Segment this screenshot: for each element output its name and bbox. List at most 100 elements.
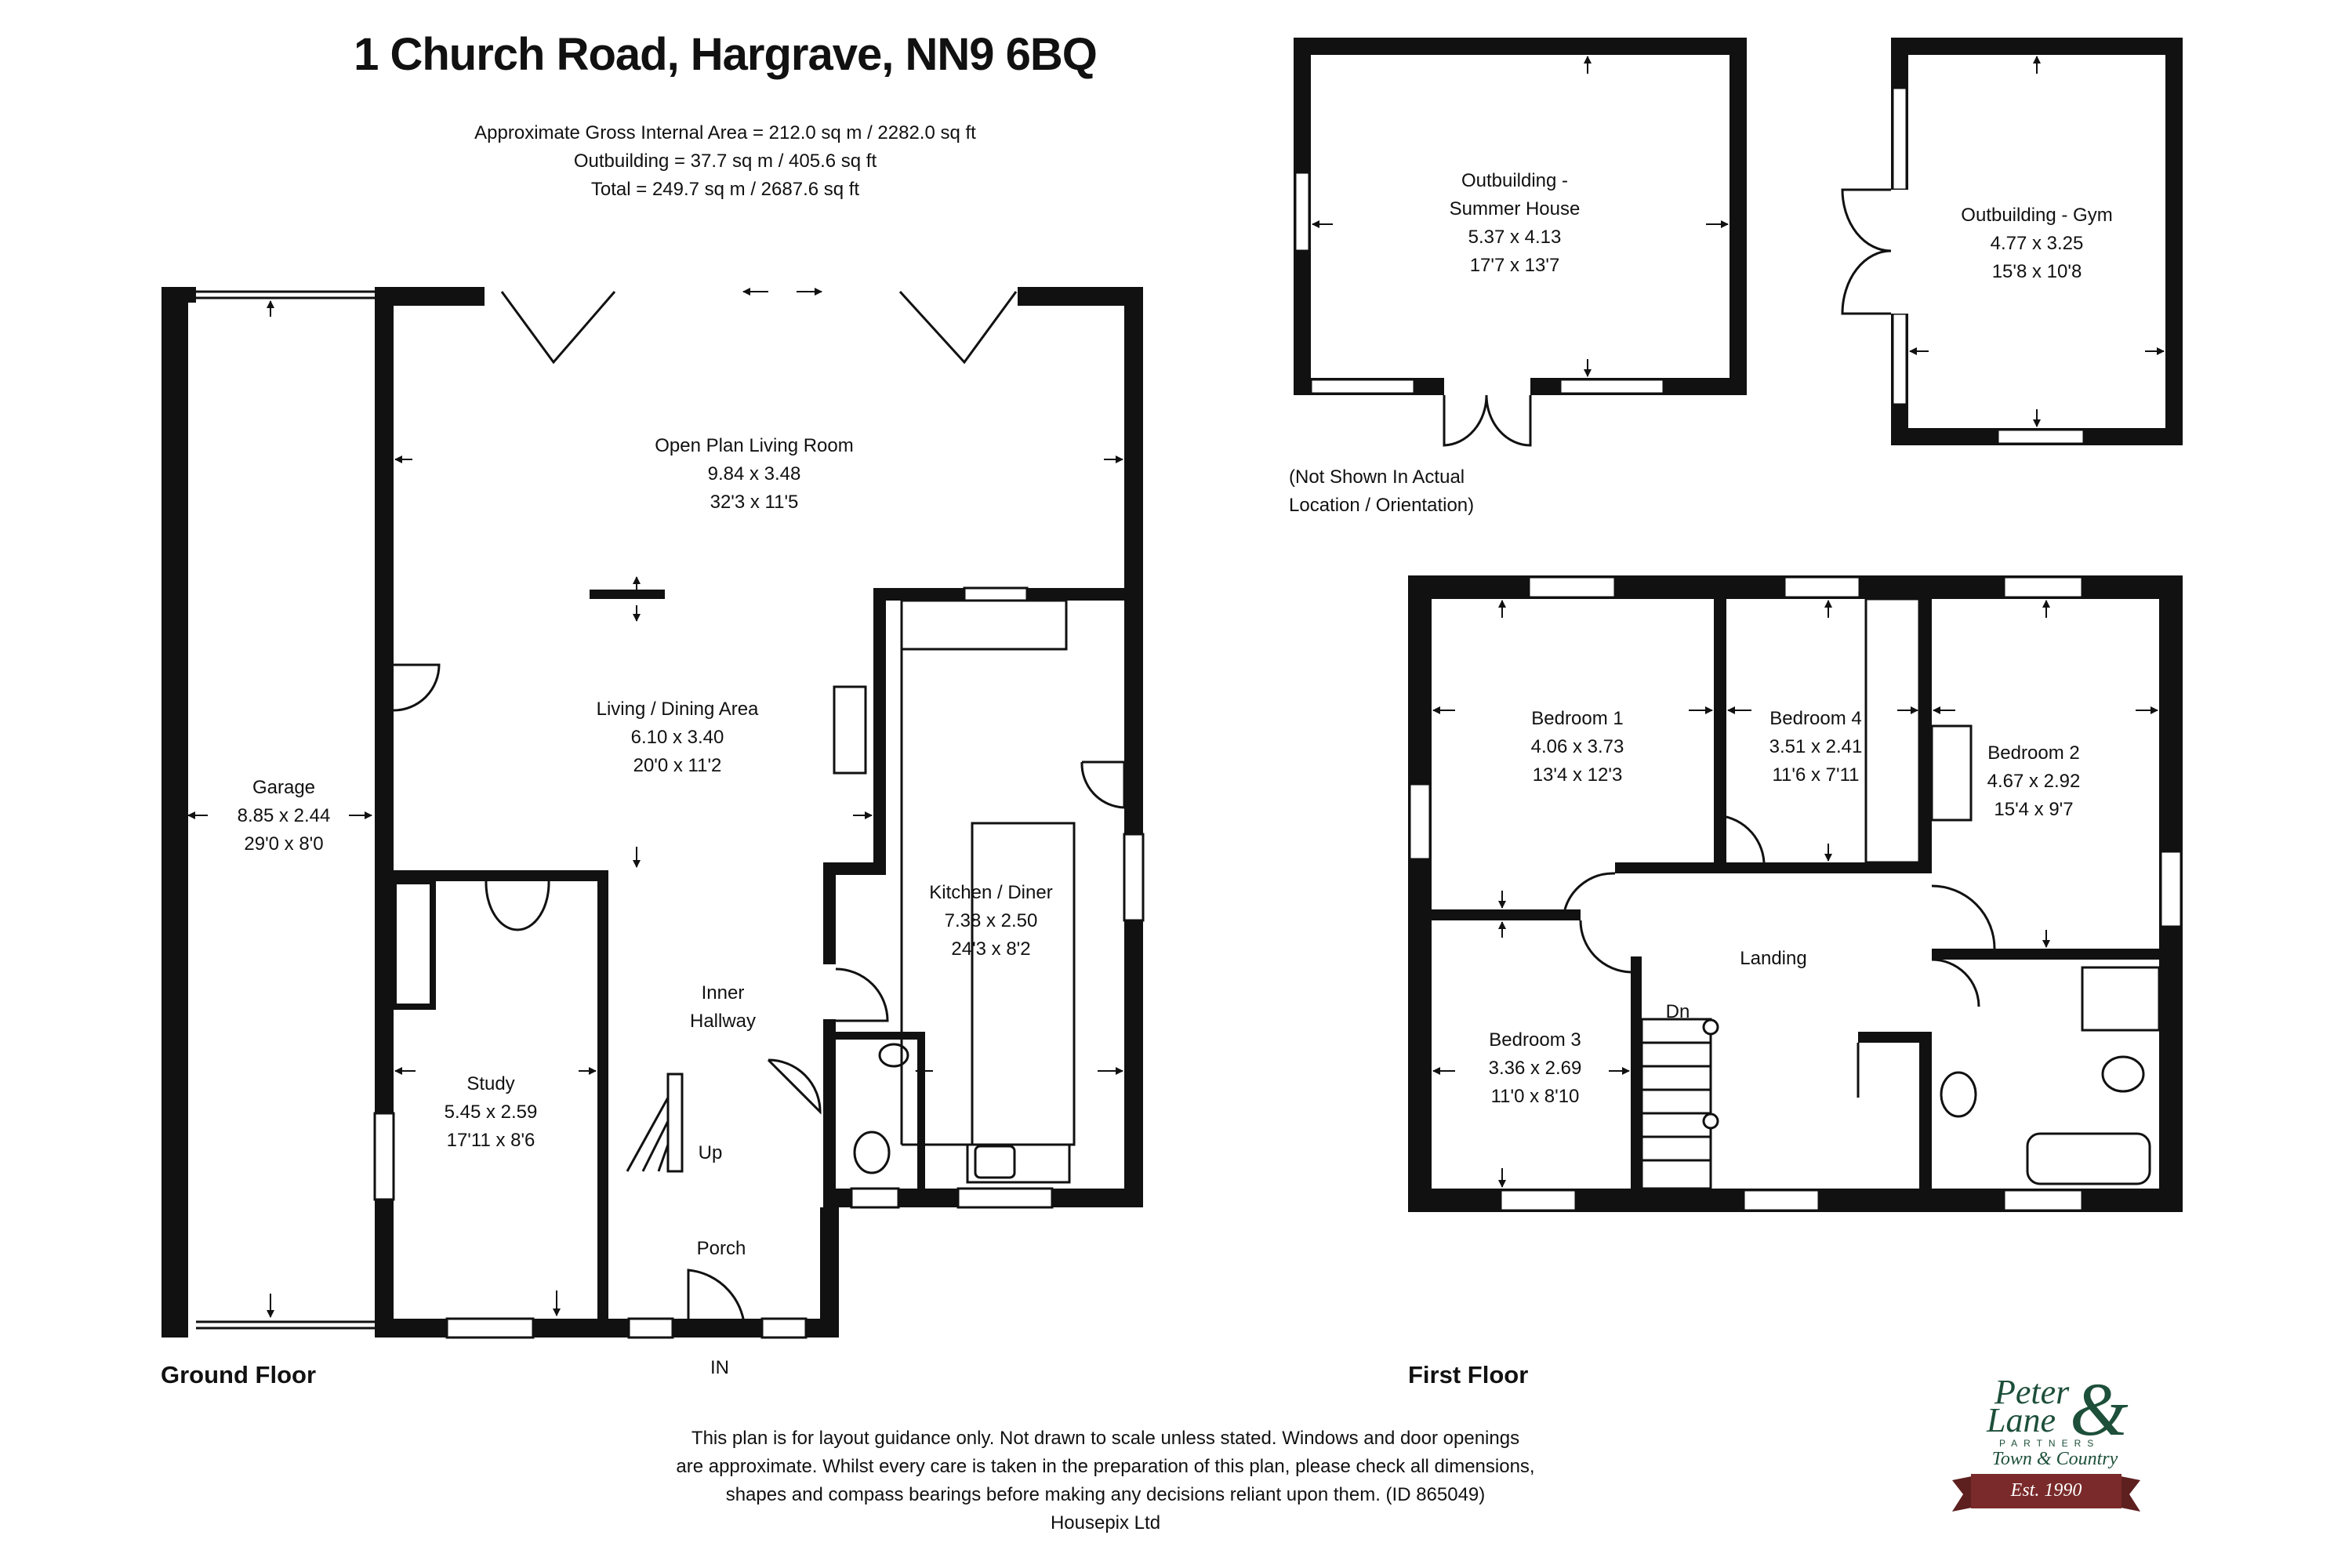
wall [1615, 862, 1932, 873]
study-cupboard [390, 878, 436, 1010]
bedroom4-label: Bedroom 4 [1769, 708, 1861, 729]
outbuildings: Outbuilding - Summer House 5.37 x 4.13 1… [1289, 38, 2183, 516]
bedroom4-dim-ft: 11'6 x 7'11 [1772, 764, 1859, 786]
window [956, 1187, 1054, 1209]
window [1408, 782, 1432, 861]
wall [823, 862, 836, 964]
window [1499, 1189, 1577, 1212]
wall [1858, 1032, 1932, 1043]
disclaimer-line: Housepix Ltd [1050, 1512, 1161, 1534]
wall [823, 1019, 836, 1207]
staircase-up [626, 1073, 684, 1173]
summer-house-label: Summer House [1450, 198, 1581, 220]
outbuilding-note: (Not Shown In Actual Location / Orientat… [1289, 466, 1474, 516]
door-swing [835, 967, 889, 1022]
logo-partners: PARTNERS [1999, 1438, 2100, 1449]
gross-area-line: Approximate Gross Internal Area = 212.0 … [474, 122, 976, 143]
window [1783, 575, 1861, 599]
gym-dim-m: 4.77 x 3.25 [1991, 233, 2084, 254]
wardrobe [1930, 724, 1973, 822]
wardrobe [1864, 597, 1921, 864]
ground-room-labels: Garage 8.85 x 2.44 29'0 x 8'0 Open Plan … [238, 435, 1053, 1378]
window [1309, 378, 1416, 395]
window [1123, 833, 1145, 922]
open-plan-living-dim-ft: 32'3 x 11'5 [710, 492, 799, 513]
living-top-wall [375, 287, 485, 306]
basin-icon [1940, 1071, 1977, 1118]
landing-label: Landing [1740, 948, 1806, 969]
window [2002, 575, 2084, 599]
study-top-wall [394, 870, 604, 881]
gym-wall [2165, 38, 2183, 445]
front-door [687, 1269, 746, 1338]
living-dining-dim-ft: 20'0 x 11'2 [633, 755, 722, 776]
inner-hallway-label: Inner [702, 982, 745, 1004]
outbuilding-area-line: Outbuilding = 37.7 sq m / 405.6 sq ft [573, 151, 877, 172]
shower-icon [2081, 966, 2161, 1032]
outbuilding-note-line: Location / Orientation) [1289, 495, 1474, 516]
study-dim-m: 5.45 x 2.59 [445, 1102, 538, 1123]
double-door [1443, 394, 1532, 447]
study-dim-ft: 17'11 x 8'6 [447, 1130, 535, 1151]
window [1559, 378, 1665, 395]
wall [823, 862, 886, 875]
kitchen-diner-label: Kitchen / Diner [929, 882, 1052, 903]
kitchen-diner-dim-m: 7.38 x 2.50 [945, 910, 1038, 931]
summer-house-dim-ft: 17'7 x 13'7 [1470, 255, 1560, 276]
study-right-wall [597, 870, 608, 1338]
kitchen-left-wall [873, 588, 886, 867]
garage-dim-m: 8.85 x 2.44 [238, 805, 331, 826]
disclaimer-line: This plan is for layout guidance only. N… [691, 1428, 1520, 1449]
logo-established: Est. 1990 [2010, 1480, 2082, 1501]
toilet-icon [2101, 1055, 2145, 1093]
bath-icon [2026, 1132, 2151, 1185]
island [590, 590, 665, 599]
dimension-arrows [1432, 600, 2158, 1188]
bedroom4-dim-m: 3.51 x 2.41 [1769, 736, 1863, 757]
entrance-label: IN [710, 1357, 729, 1378]
logo-tagline: Town & Country [1991, 1449, 2118, 1469]
basin-icon [878, 1043, 909, 1068]
window [2159, 850, 2183, 928]
study-label: Study [466, 1073, 514, 1094]
porch-label: Porch [697, 1238, 746, 1259]
bedroom2-label: Bedroom 2 [1987, 742, 2079, 764]
wall [1919, 1032, 1932, 1189]
wc-top-wall [823, 1032, 925, 1040]
window [963, 586, 1029, 602]
toilet-icon [853, 1131, 891, 1174]
door-swing [1563, 872, 1616, 910]
dimension-arrows [187, 288, 1123, 1318]
double-door [1841, 188, 1892, 315]
dimension-arrows [1312, 56, 2165, 427]
window [1891, 86, 1908, 191]
outbuilding-note-line: (Not Shown In Actual [1289, 466, 1465, 488]
logo-ampersand: & [2070, 1367, 2129, 1451]
door-swing [767, 1058, 822, 1115]
logo-word: Lane [1987, 1401, 2056, 1439]
bifold-door [500, 291, 616, 365]
living-dining-dim-m: 6.10 x 3.40 [631, 727, 724, 748]
wall [1919, 599, 1932, 870]
window [760, 1317, 808, 1339]
bedroom3-label: Bedroom 3 [1489, 1029, 1581, 1051]
disclaimer-line: shapes and compass bearings before makin… [725, 1484, 1486, 1505]
first-floor-left-wall [1408, 575, 1432, 1212]
wall [1432, 909, 1581, 920]
kitchen-units [833, 599, 1076, 1184]
bedroom1-label: Bedroom 1 [1531, 708, 1623, 729]
garage-left-wall [162, 287, 188, 1338]
logo-ribbon-icon [1952, 1474, 2140, 1512]
door-opening [1891, 190, 1908, 314]
staircase-down [1640, 1018, 1719, 1190]
door-swing [393, 663, 441, 712]
bifold-door [898, 290, 1018, 365]
logo-word: Peter [1994, 1373, 2070, 1411]
door-swing [1931, 958, 1980, 1007]
window [1294, 171, 1311, 252]
bedroom1-dim-m: 4.06 x 3.73 [1531, 736, 1624, 757]
double-door [485, 880, 550, 931]
summer-house-wall [1730, 38, 1747, 395]
living-dining-label: Living / Dining Area [597, 699, 759, 720]
summer-house-wall [1294, 38, 1747, 55]
